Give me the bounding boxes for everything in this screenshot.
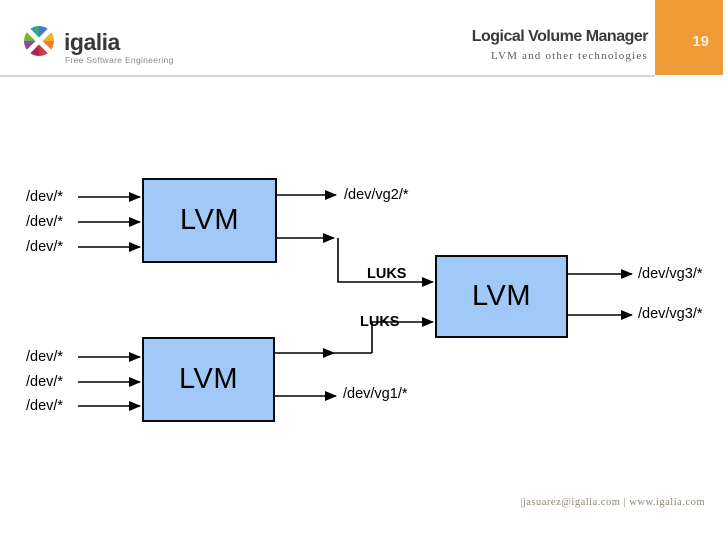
input-label-dev: /dev/* <box>26 374 64 390</box>
footer-contact: |jasuarez@igalia.com | www.igalia.com <box>520 497 705 508</box>
input-label-dev: /dev/* <box>26 214 64 230</box>
input-label-dev: /dev/* <box>26 349 64 365</box>
input-label-dev: /dev/* <box>26 398 64 414</box>
slide-subtitle: LVM and other technologies <box>491 50 648 62</box>
lvm-box-top-label: LVM <box>180 204 239 236</box>
slide-title: Logical Volume Manager <box>471 28 649 45</box>
output-label-vg2: /dev/vg2/* <box>344 187 409 203</box>
input-label-dev: /dev/* <box>26 189 64 205</box>
page-number: 19 <box>692 32 709 50</box>
lvm-box-top: LVM <box>142 178 277 263</box>
header-divider <box>0 75 655 77</box>
lvm-box-right-label: LVM <box>472 280 531 312</box>
luks-label-lower: LUKS <box>360 314 400 330</box>
output-label-vg3-upper: /dev/vg3/* <box>638 266 703 282</box>
brand-wordmark: igalia <box>64 29 120 55</box>
luks-label-upper: LUKS <box>367 266 407 282</box>
output-label-vg1: /dev/vg1/* <box>343 386 408 402</box>
lvm-box-bottom-label: LVM <box>179 363 238 395</box>
igalia-logo-x-overlay <box>26 28 52 54</box>
lvm-box-right: LVM <box>435 255 568 338</box>
lvm-box-bottom: LVM <box>142 337 275 422</box>
input-label-dev: /dev/* <box>26 239 64 255</box>
output-label-vg3-lower: /dev/vg3/* <box>638 306 703 322</box>
brand-tagline: Free Software Engineering <box>65 55 174 65</box>
page-number-badge: 19 <box>655 0 723 75</box>
